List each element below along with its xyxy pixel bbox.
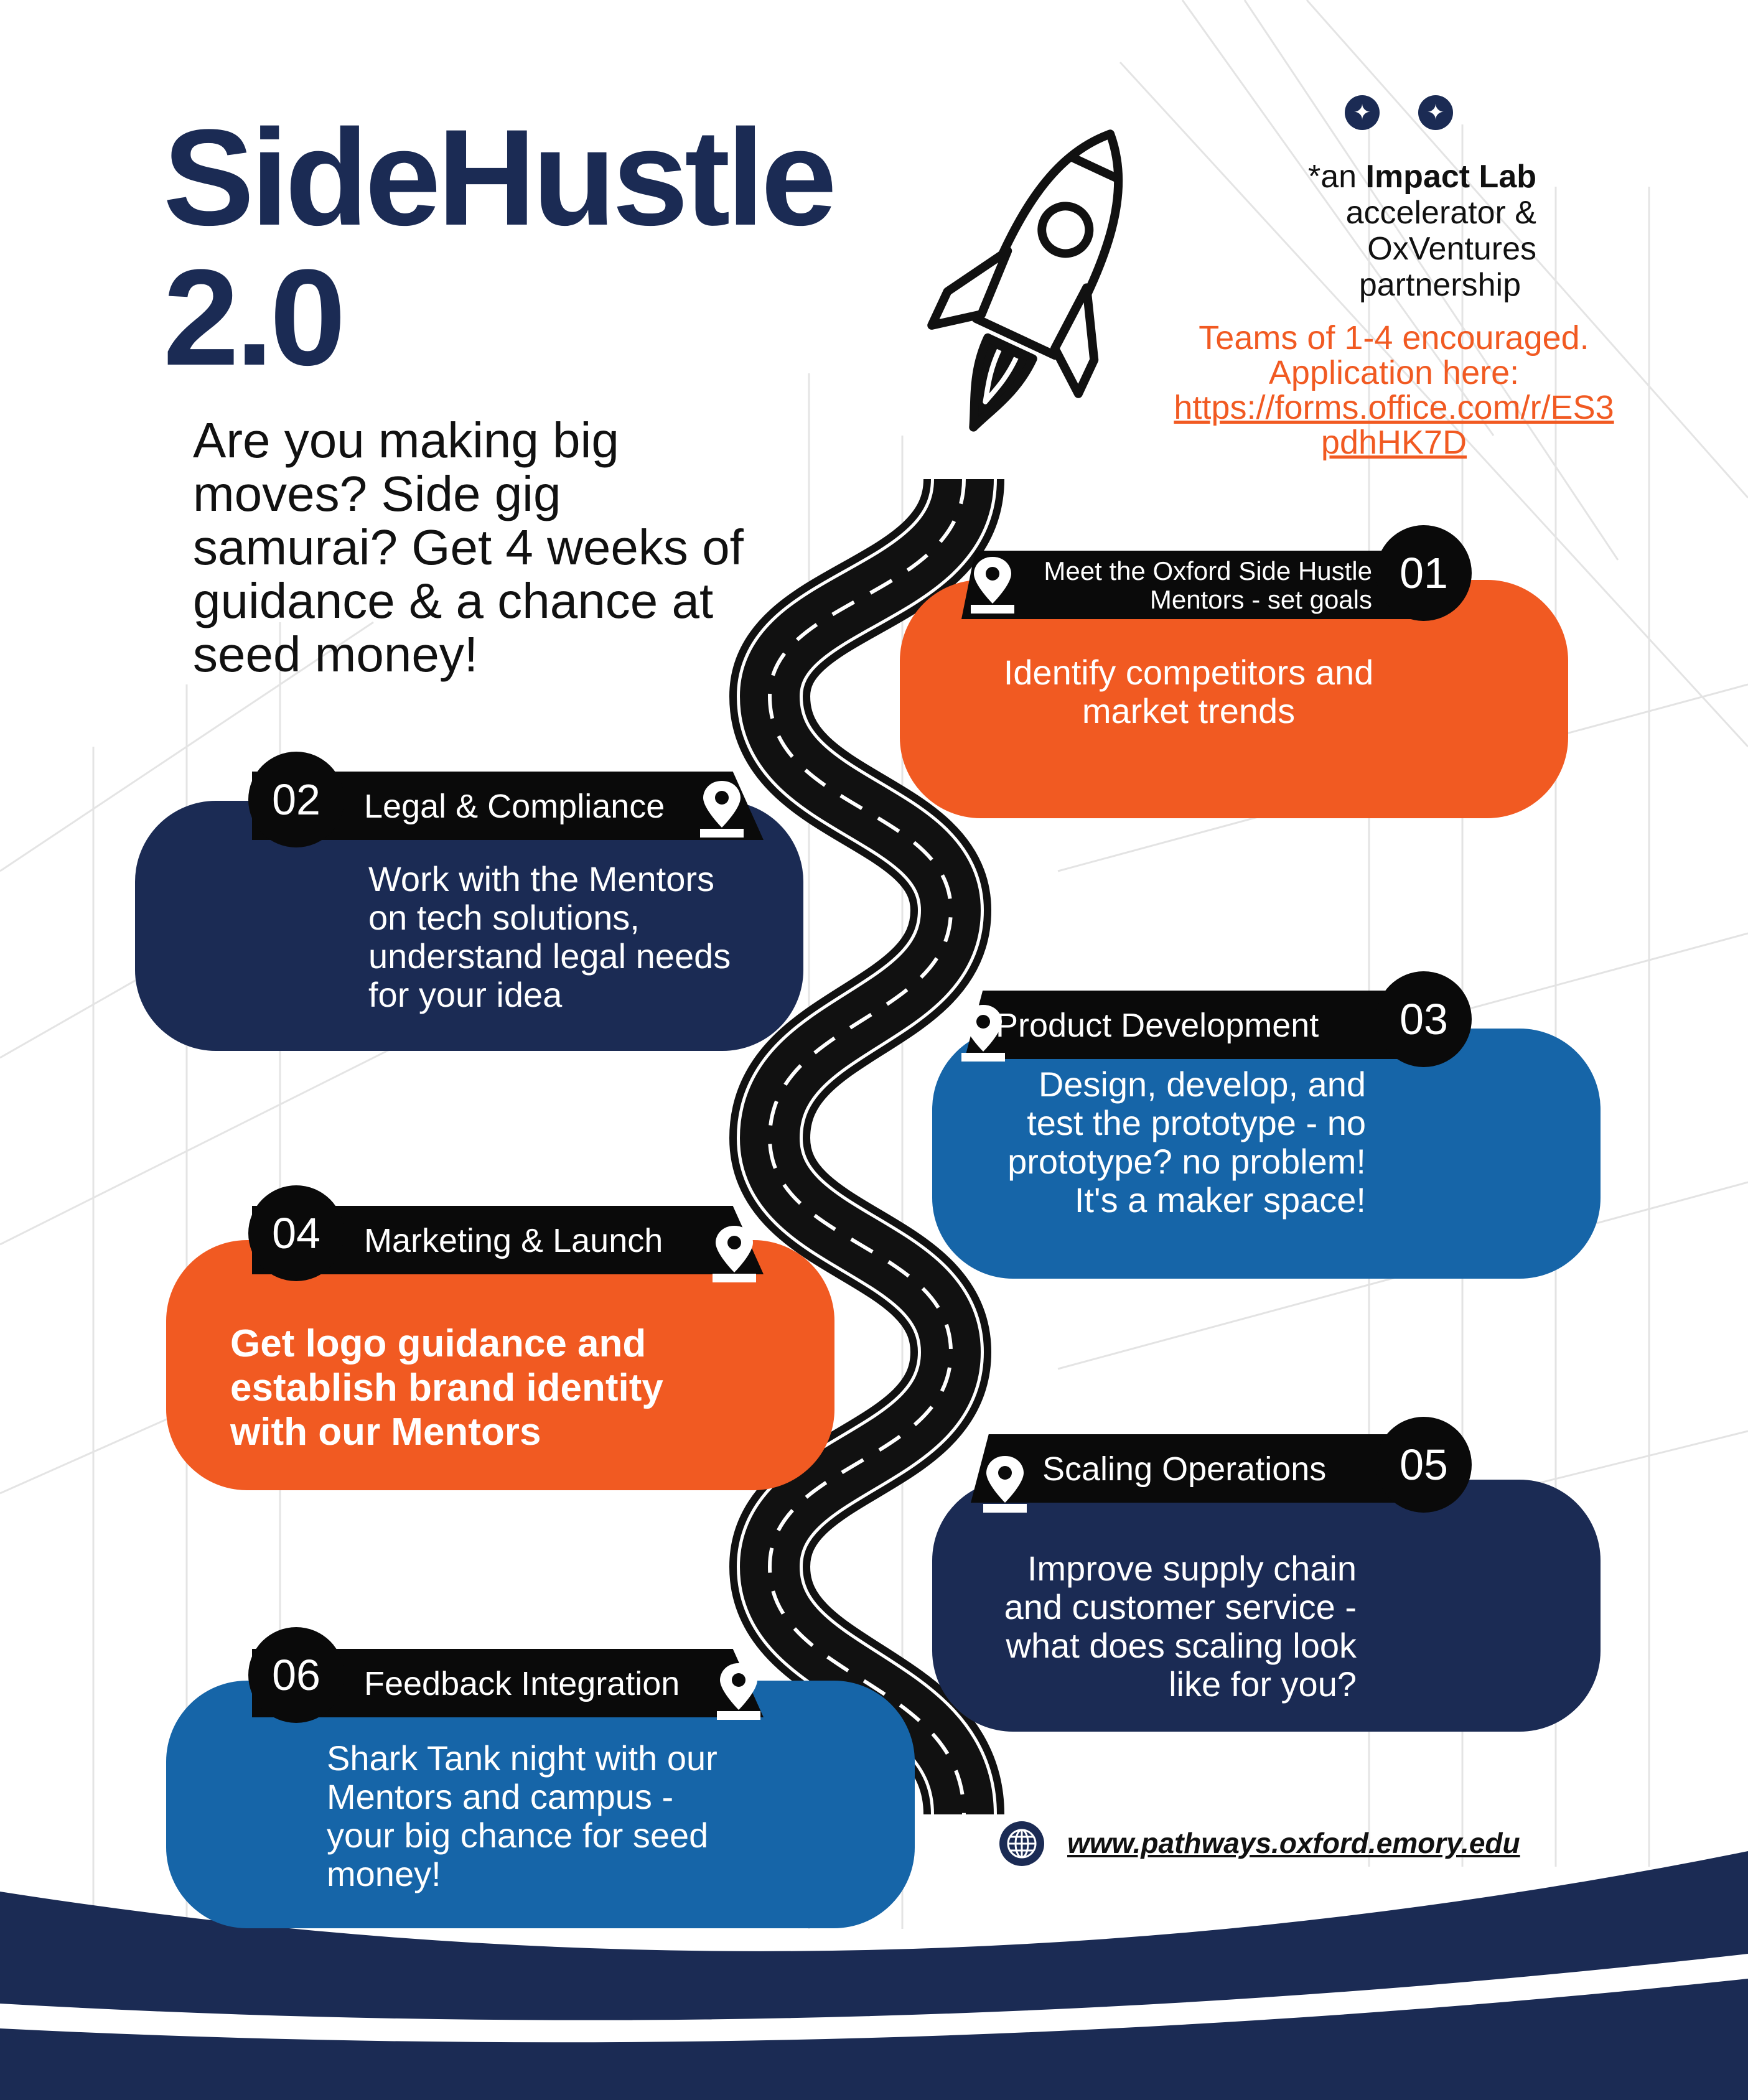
- step-number: 04: [248, 1185, 344, 1281]
- step-label-bar: Meet the Oxford Side Hustle Mentors - se…: [961, 551, 1422, 619]
- partner-line: partnership: [1358, 267, 1521, 303]
- step-body: Design, develop, and test the prototype …: [1007, 1065, 1366, 1220]
- map-pin-icon: [717, 1663, 760, 1720]
- website-link[interactable]: www.pathways.oxford.emory.edu: [1067, 1827, 1520, 1859]
- step-number: 05: [1376, 1417, 1472, 1513]
- sparkle-icon: ✦: [1418, 95, 1453, 130]
- step-number: 06: [248, 1627, 344, 1723]
- map-pin-icon: [713, 1226, 756, 1282]
- application-link[interactable]: https://forms.office.com/r/ES3pdhHK7D: [1174, 389, 1614, 461]
- step-body: Shark Tank night with our Mentors and ca…: [327, 1738, 717, 1893]
- step-label: Meet the Oxford Side Hustle: [1044, 556, 1372, 586]
- step-number: 02: [248, 752, 344, 847]
- globe-icon: [999, 1821, 1044, 1866]
- step-card-01: [900, 580, 1568, 818]
- step-label-bar: Product Development: [965, 991, 1419, 1059]
- step-card-03: [932, 1029, 1601, 1279]
- rocket-icon: [927, 129, 1123, 432]
- step-number: 03: [1376, 971, 1472, 1067]
- step-label: Scaling Operations: [1042, 1450, 1327, 1488]
- map-pin-icon: [700, 781, 744, 838]
- step-label: Product Development: [996, 1007, 1319, 1044]
- partner-line: OxVentures: [1367, 231, 1536, 267]
- step-body: Improve supply chain and customer servic…: [1004, 1549, 1357, 1704]
- step-label: Feedback Integration: [364, 1665, 680, 1702]
- partner-prefix: *an: [1307, 159, 1366, 195]
- impact-lab: Impact Lab: [1365, 159, 1537, 195]
- step-body: Get logo guidance and establish brand id…: [230, 1322, 663, 1454]
- bottom-white-swoosh: [0, 1954, 1748, 2043]
- partner-line: accelerator &: [1345, 195, 1536, 231]
- step-body: Work with the Mentors on tech solutions,…: [368, 859, 731, 1014]
- application-label: Application here:: [1268, 354, 1520, 391]
- step-label: Legal & Compliance: [364, 788, 665, 825]
- step-card-05: [932, 1480, 1601, 1732]
- map-pin-icon: [983, 1456, 1027, 1513]
- title: SideHustle: [163, 101, 837, 254]
- sparkle-icon: ✦: [1345, 95, 1380, 130]
- step-label: Mentors - set goals: [1149, 585, 1372, 614]
- application-info: Teams of 1-4 encouraged. Application her…: [1157, 320, 1630, 460]
- partner-text: *an Impact Lab accelerator & OxVentures …: [1308, 159, 1536, 303]
- step-card-02: [135, 801, 803, 1051]
- teams-text: Teams of 1-4 encouraged.: [1199, 319, 1589, 357]
- step-label: Marketing & Launch: [364, 1222, 663, 1259]
- step-label-bar: Scaling Operations: [971, 1434, 1419, 1503]
- step-body: Identify competitors and market trends: [1003, 653, 1374, 730]
- title-version: 2.0: [163, 241, 346, 394]
- step-number: 01: [1376, 525, 1472, 621]
- map-pin-icon: [961, 1005, 1005, 1062]
- intro-text: Are you making big moves? Side gig samur…: [193, 413, 744, 682]
- map-pin-icon: [971, 557, 1014, 614]
